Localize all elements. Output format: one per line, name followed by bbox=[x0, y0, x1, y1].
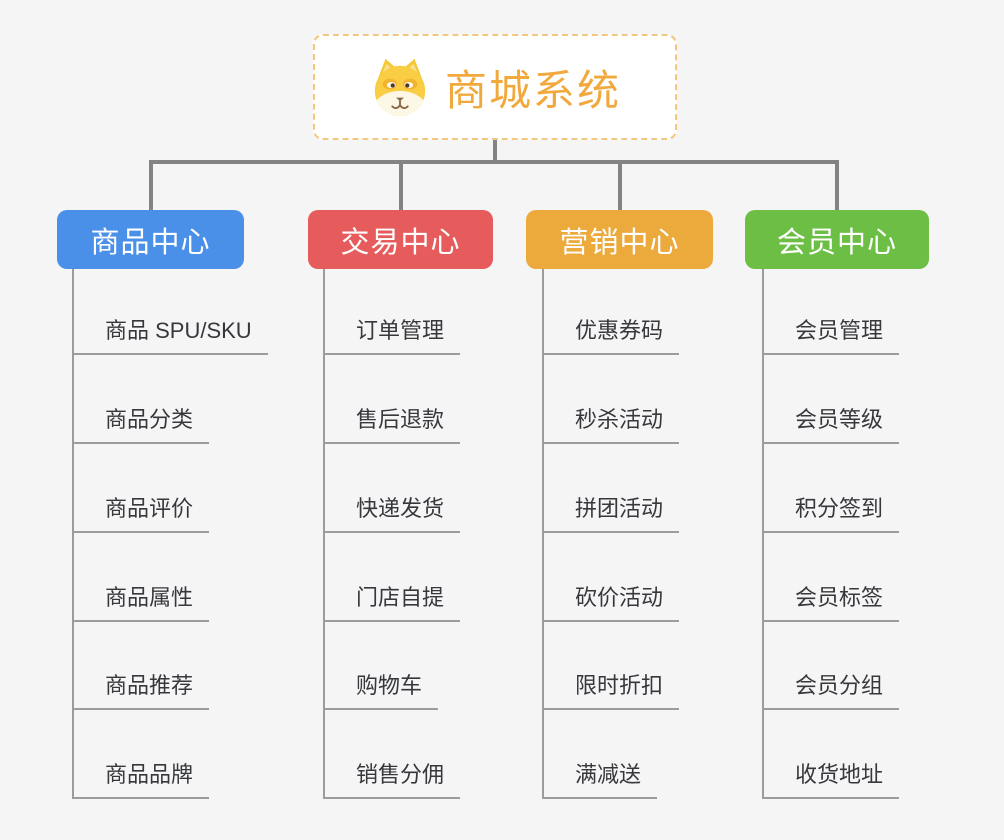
leaf-node[interactable]: 秒杀活动 bbox=[542, 406, 680, 444]
leaf-node[interactable]: 快递发货 bbox=[323, 495, 461, 533]
connector-spine-product bbox=[72, 269, 74, 799]
leaf-node[interactable]: 优惠券码 bbox=[542, 317, 680, 355]
leaf-node[interactable]: 购物车 bbox=[323, 672, 439, 710]
leaf-node[interactable]: 满减送 bbox=[542, 761, 658, 799]
leaf-node[interactable]: 限时折扣 bbox=[542, 672, 680, 710]
branch-node-product-center[interactable]: 商品中心 bbox=[57, 210, 244, 269]
leaf-node[interactable]: 售后退款 bbox=[323, 406, 461, 444]
leaf-node[interactable]: 收货地址 bbox=[762, 761, 900, 799]
leaf-node[interactable]: 拼团活动 bbox=[542, 495, 680, 533]
connector-spine-marketing bbox=[542, 269, 544, 799]
leaf-node[interactable]: 商品品牌 bbox=[72, 761, 210, 799]
leaf-node[interactable]: 门店自提 bbox=[323, 584, 461, 622]
dog-face-icon bbox=[374, 58, 426, 117]
connector-spine-member bbox=[762, 269, 764, 799]
leaf-node[interactable]: 商品分类 bbox=[72, 406, 210, 444]
branch-node-trade-center[interactable]: 交易中心 bbox=[308, 210, 493, 269]
connector-spine-trade bbox=[323, 269, 325, 799]
leaf-node[interactable]: 商品 SPU/SKU bbox=[72, 317, 268, 355]
leaf-node[interactable]: 会员等级 bbox=[762, 406, 900, 444]
leaf-node[interactable]: 订单管理 bbox=[323, 317, 461, 355]
leaf-node[interactable]: 销售分佣 bbox=[323, 761, 461, 799]
leaf-node[interactable]: 商品评价 bbox=[72, 495, 210, 533]
connector-drop-branch-3 bbox=[618, 160, 622, 210]
leaf-node[interactable]: 会员标签 bbox=[762, 584, 900, 622]
connector-drop-branch-4 bbox=[835, 160, 839, 210]
root-node-title: 商城系统 bbox=[444, 66, 621, 114]
root-node-mall-system[interactable]: 商城系统 bbox=[313, 34, 677, 140]
connector-drop-branch-2 bbox=[399, 160, 403, 210]
connector-drop-branch-1 bbox=[149, 160, 153, 210]
connector-rail bbox=[149, 160, 839, 164]
leaf-node[interactable]: 会员分组 bbox=[762, 672, 900, 710]
leaf-node[interactable]: 商品推荐 bbox=[72, 672, 210, 710]
leaf-node[interactable]: 商品属性 bbox=[72, 584, 210, 622]
connector-root-vertical bbox=[493, 140, 497, 164]
leaf-node[interactable]: 砍价活动 bbox=[542, 584, 680, 622]
leaf-node[interactable]: 会员管理 bbox=[762, 317, 900, 355]
leaf-node[interactable]: 积分签到 bbox=[762, 495, 900, 533]
branch-node-marketing-center[interactable]: 营销中心 bbox=[526, 210, 713, 269]
branch-node-member-center[interactable]: 会员中心 bbox=[745, 210, 929, 269]
